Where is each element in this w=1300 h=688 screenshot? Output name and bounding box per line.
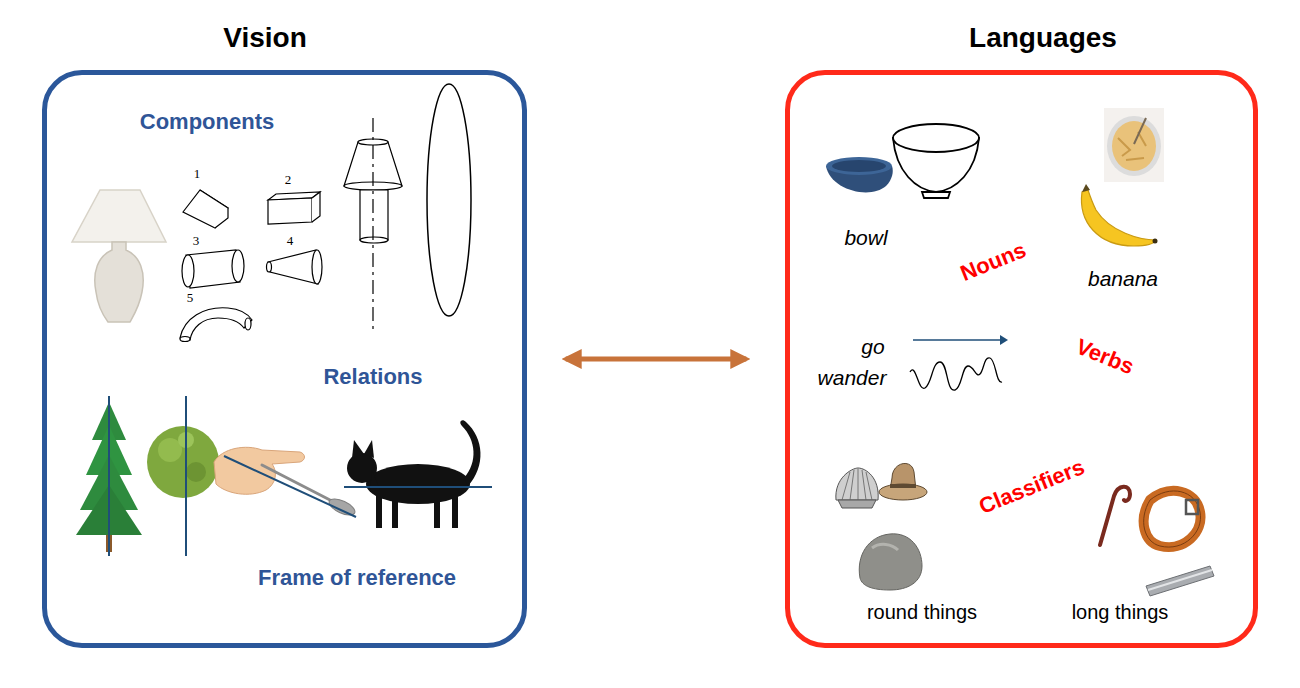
hand-with-spoon	[214, 447, 357, 518]
class-label: long things	[1072, 601, 1169, 624]
panel-box: VisionComponentsRelationsFrame of refere…	[42, 70, 527, 648]
panel-heading: Vision	[223, 22, 307, 54]
callout-number: 5	[187, 291, 194, 306]
callout-number: 2	[285, 173, 292, 188]
rock	[859, 534, 922, 590]
double-arrow	[566, 357, 747, 362]
food-bowl-image	[1104, 108, 1164, 182]
belt	[1144, 491, 1201, 547]
example-word: wander	[818, 366, 887, 390]
category-label: Classifiers	[976, 454, 1089, 519]
wander-wave	[910, 358, 1002, 390]
callout-number: 4	[287, 234, 294, 249]
blue-bowl	[826, 157, 893, 192]
class-label: round things	[867, 601, 977, 624]
go-arrow	[913, 335, 1008, 345]
cane	[1100, 487, 1130, 545]
section-heading: Frame of reference	[258, 565, 456, 590]
example-word: banana	[1088, 267, 1158, 291]
category-label: Nouns	[957, 237, 1030, 286]
cat-silhouette	[347, 420, 481, 528]
section-heading: Components	[140, 109, 274, 134]
panel-box: LanguagesNounsVerbsClassifiers	[785, 70, 1258, 648]
example-word: go	[861, 335, 884, 359]
example-word: bowl	[844, 226, 887, 250]
callout-number: 1	[194, 167, 201, 182]
reference-axes	[109, 396, 492, 556]
banana	[1081, 184, 1157, 246]
geon-drawings	[180, 190, 322, 342]
white-bowl	[893, 124, 979, 198]
hat	[879, 463, 927, 500]
lamp-axis-drawing	[344, 84, 471, 330]
metal-rod	[1146, 566, 1214, 596]
clam-shell	[836, 468, 878, 508]
callout-number: 3	[193, 234, 200, 249]
lamp-image	[72, 190, 166, 322]
category-label: Verbs	[1072, 334, 1137, 380]
bush	[147, 426, 219, 498]
panel-heading: Languages	[969, 22, 1117, 54]
section-heading: Relations	[323, 364, 422, 389]
